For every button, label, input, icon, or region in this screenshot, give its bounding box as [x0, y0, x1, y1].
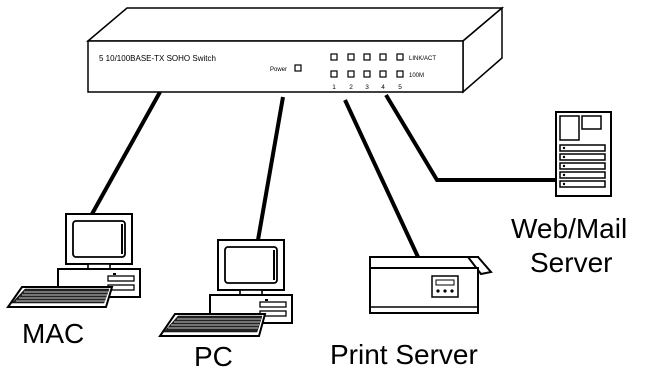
link-act-label: LINK/ACT: [409, 56, 436, 62]
server-bay-1: [559, 144, 606, 152]
printer-top: [369, 256, 479, 269]
printer-display: [435, 279, 455, 286]
pc-power-button: [265, 299, 268, 301]
printer-control-panel: [431, 275, 459, 298]
cable-print-server: [343, 99, 420, 258]
power-led: [294, 64, 302, 72]
mac-screen: [72, 220, 126, 258]
link-act-led-port-2: [347, 53, 355, 61]
speed-label: 100M: [409, 73, 424, 79]
mac-keyboard-keys: [11, 288, 110, 304]
cable-mac: [90, 91, 162, 215]
link-act-led-row: [330, 53, 404, 61]
web-mail-label-line1: Web/Mail: [511, 213, 627, 244]
print-server-label: Print Server: [330, 339, 478, 369]
printer-button-3: [450, 289, 454, 293]
cable-pc: [256, 96, 285, 241]
switch-model-label: 5 10/100BASE-TX SOHO Switch: [99, 54, 216, 63]
mac-power-button: [113, 273, 116, 275]
pc-computer: [158, 239, 293, 337]
mac-keyboard: [6, 286, 114, 308]
soho-switch: 5 10/100BASE-TX SOHO Switch Power LINK/A…: [85, 6, 505, 94]
printer-button-2: [443, 289, 447, 293]
link-act-led-port-4: [379, 53, 387, 61]
port-number-row: 1 2 3 4 5: [332, 84, 402, 91]
port-number-3: 3: [365, 84, 369, 91]
speed-led-port-2: [347, 70, 355, 78]
speed-led-port-3: [363, 70, 371, 78]
speed-led-port-1: [330, 70, 338, 78]
web-mail-label-line2: Server: [530, 247, 612, 278]
mac-drive-slot-1: [107, 275, 135, 282]
printer-body: [369, 267, 479, 314]
pc-label: PC: [194, 341, 233, 369]
cables: [90, 91, 556, 258]
pc-keyboard-keys: [163, 315, 263, 333]
speed-led-row: [330, 70, 404, 78]
speed-led-port-5: [396, 70, 404, 78]
server-bay-4: [559, 171, 606, 179]
port-number-2: 2: [349, 84, 353, 91]
pc-screen: [224, 246, 278, 284]
web-mail-server-device: [555, 111, 612, 197]
server-bay-3: [559, 162, 606, 170]
pc-keyboard: [158, 313, 267, 337]
print-server-device: [369, 256, 493, 314]
switch-front-face: [87, 40, 464, 93]
port-number-1: 1: [332, 84, 336, 91]
pc-drive-slot-1: [259, 301, 287, 308]
cable-web-mail-server: [384, 93, 556, 182]
mac-label: MAC: [22, 318, 84, 349]
speed-led-port-4: [379, 70, 387, 78]
power-label: Power: [270, 67, 287, 73]
server-panel-right: [581, 115, 602, 130]
switch-top-face: [85, 7, 505, 42]
port-number-5: 5: [398, 84, 402, 91]
server-panel-left: [559, 115, 580, 141]
link-act-led-port-5: [396, 53, 404, 61]
server-bay-5: [559, 180, 606, 188]
printer-button-1: [436, 289, 440, 293]
link-act-led-port-3: [363, 53, 371, 61]
port-number-4: 4: [381, 84, 385, 91]
server-bay-2: [559, 153, 606, 161]
link-act-led-port-1: [330, 53, 338, 61]
mac-computer: [6, 213, 141, 308]
